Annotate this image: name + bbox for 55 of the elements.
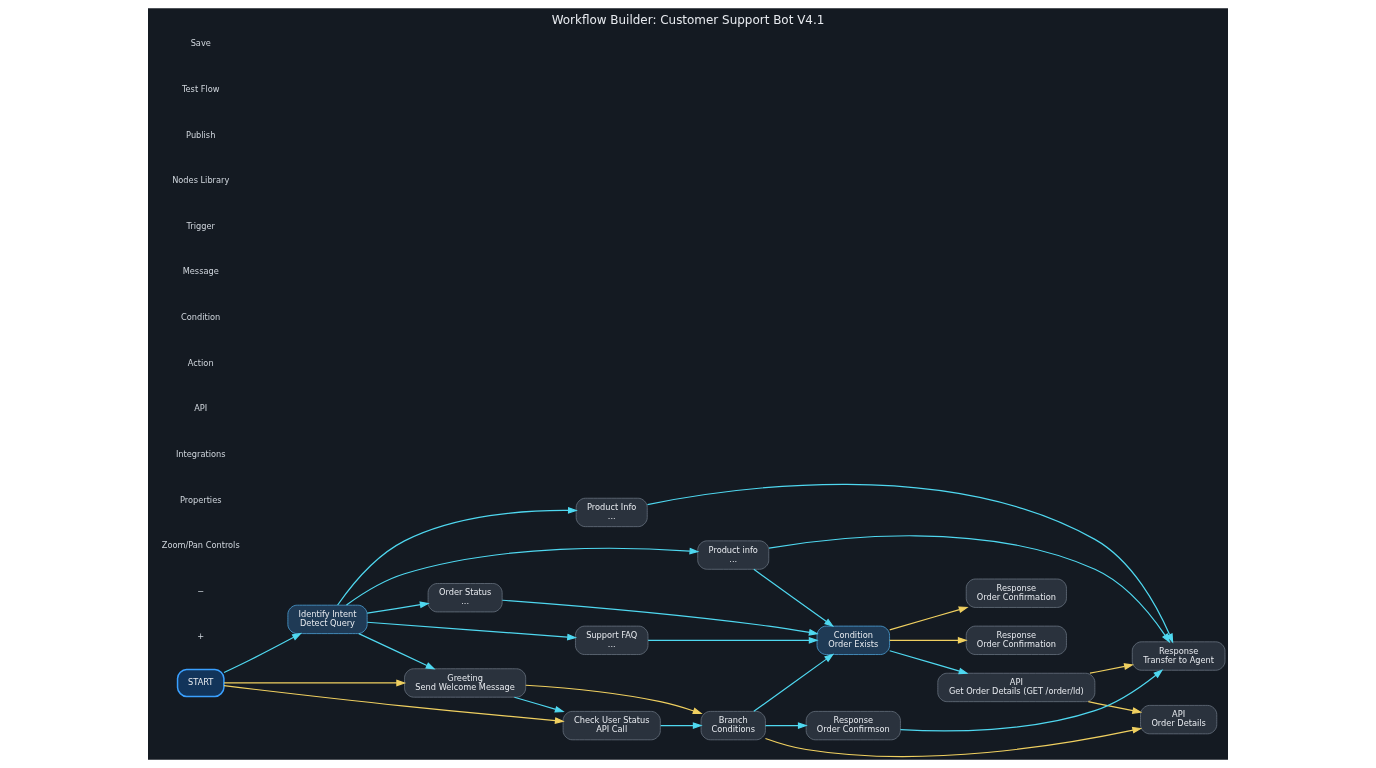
node-box: START xyxy=(176,668,225,698)
node-box: Product info ... xyxy=(697,540,770,570)
arrow xyxy=(753,568,835,628)
node-box: Response Order Confirmation xyxy=(965,578,1067,608)
arrow xyxy=(513,696,565,713)
arrow xyxy=(337,506,578,606)
arrow xyxy=(660,722,703,730)
arrow xyxy=(366,621,578,641)
label: Properties xyxy=(179,494,222,505)
label: + xyxy=(197,631,205,642)
arrow xyxy=(646,483,1174,644)
node-box: Branch Conditions xyxy=(700,711,766,741)
label: Condition xyxy=(181,312,221,323)
node-box: Order Status ... xyxy=(427,583,503,613)
arrow xyxy=(525,684,703,715)
label: Action xyxy=(187,357,214,368)
arrow xyxy=(223,685,565,725)
arrow xyxy=(1087,701,1143,714)
node-box: API Order Details xyxy=(1140,705,1218,735)
arrow xyxy=(223,679,407,687)
arrow xyxy=(345,547,700,606)
arrow xyxy=(1089,663,1134,674)
arrow xyxy=(358,633,436,670)
node-box: Support FAQ ... xyxy=(575,625,649,655)
node-box: Greeting Send Welcome Message xyxy=(404,668,527,698)
arrow xyxy=(768,535,1171,644)
arrow xyxy=(366,601,430,614)
node-box: Response Order Confirmation xyxy=(965,625,1067,655)
node-box: Response Transfer to Agent xyxy=(1131,641,1226,671)
arrow xyxy=(889,636,968,644)
arrow xyxy=(764,722,808,730)
label: − xyxy=(197,585,205,596)
label: Trigger xyxy=(186,220,215,231)
label: Save xyxy=(190,38,211,49)
label: Publish xyxy=(186,129,216,140)
arrow xyxy=(753,653,835,712)
node-box: Identify Intent Detect Query xyxy=(287,604,368,634)
node-box: API Get Order Details (GET /order/ld) xyxy=(937,672,1096,703)
arrow xyxy=(889,606,969,631)
arrow xyxy=(501,599,819,636)
arrow xyxy=(647,636,819,644)
arrow xyxy=(223,632,303,674)
node-box: Condition Order Exists xyxy=(816,625,890,655)
arrow xyxy=(889,650,969,675)
label: API xyxy=(194,403,208,414)
arrow xyxy=(764,726,1143,758)
label: Nodes Library xyxy=(172,175,230,186)
node-box: Check User Status API Call xyxy=(562,711,661,741)
label: Zoom/Pan Controls xyxy=(161,540,240,551)
label: Integrations xyxy=(175,448,226,459)
label: Test Flow xyxy=(181,83,220,94)
node-box: Product Info ... xyxy=(575,497,648,528)
label: Message xyxy=(182,266,219,277)
diagram-title: Workflow Builder: Customer Support Bot V4.1 xyxy=(551,12,825,27)
node-box: Response Order Confirmson xyxy=(805,711,901,741)
